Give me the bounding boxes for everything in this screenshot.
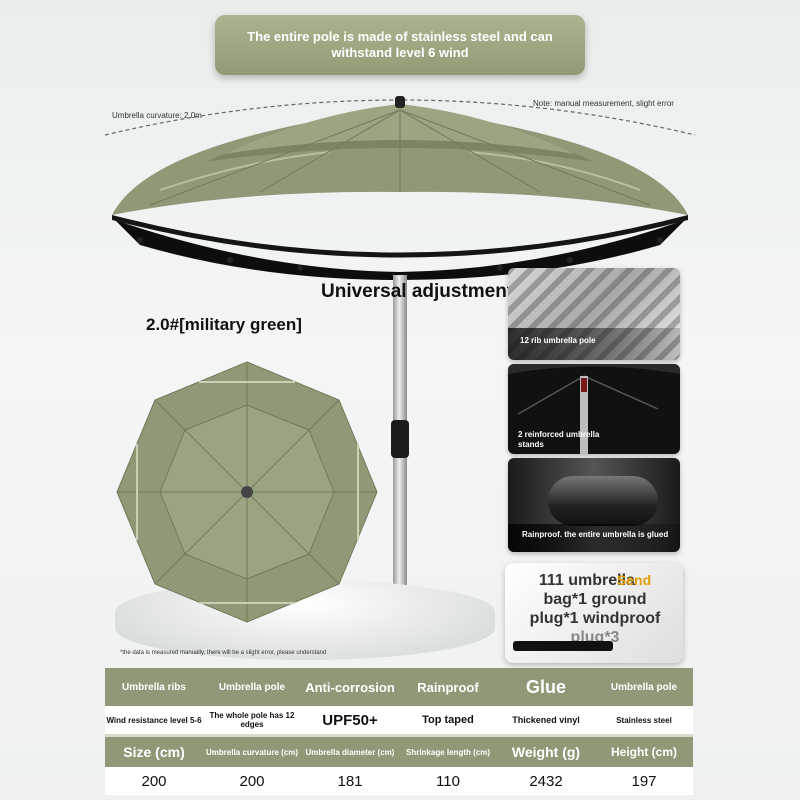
umbrella-bag-image bbox=[513, 641, 613, 651]
umbrella-side-illustration bbox=[104, 96, 696, 280]
spec-value-weight: 2432 bbox=[529, 772, 563, 790]
spec-header-weight: Weight (g) bbox=[511, 744, 581, 760]
spec-value-taped: Top taped bbox=[422, 714, 474, 726]
spec-value-size: 200 bbox=[141, 772, 167, 790]
spec-value-upf: UPF50+ bbox=[322, 711, 378, 729]
spec-header-pole: Umbrella pole bbox=[218, 681, 286, 693]
feature-card-stands: 2 reinforced umbrella stands bbox=[508, 364, 680, 454]
spec-value-shrinkage: 110 bbox=[436, 772, 460, 790]
feature-label-stands: 2 reinforced umbrella stands bbox=[518, 430, 600, 449]
spec-table: Umbrella ribs Umbrella pole Anti-corrosi… bbox=[105, 668, 693, 795]
spec-value-edges: The whole pole has 12 edges bbox=[209, 711, 295, 729]
spec-header-curvature: Umbrella curvature (cm) bbox=[205, 747, 299, 757]
spec-header-glue: Glue bbox=[525, 676, 566, 697]
spec-header-pole-material: Umbrella pole bbox=[610, 681, 678, 693]
spec-value-steel: Stainless steel bbox=[616, 715, 672, 725]
spec-value-row-1: Wind resistance level 5-6 The whole pole… bbox=[105, 706, 693, 734]
feature-card-glued: Rainproof. the entire umbrella is glued bbox=[508, 458, 680, 552]
spec-header-anticorrosion: Anti-corrosion bbox=[305, 679, 395, 695]
spec-value-curvature: 200 bbox=[239, 772, 265, 790]
spec-value-diameter: 181 bbox=[337, 772, 363, 790]
pole-adjust-knob bbox=[391, 420, 409, 458]
spec-value-height: 197 bbox=[631, 772, 657, 790]
accessory-line-2: bag*1 ground bbox=[543, 591, 647, 608]
canopy-underside bbox=[115, 220, 685, 280]
accessory-text: 111 umbrellaSend bag*1 ground plug*1 win… bbox=[515, 571, 675, 647]
spec-value-row-2: 200 200 181 110 2432 197 bbox=[105, 767, 693, 795]
spec-value-vinyl: Thickened vinyl bbox=[512, 715, 580, 725]
accessory-card: 111 umbrellaSend bag*1 ground plug*1 win… bbox=[505, 563, 683, 663]
measurement-note: Note: manual measurement, slight error bbox=[533, 99, 674, 108]
accessory-line-1: 111 umbrella bbox=[538, 572, 635, 589]
spec-header-height: Height (cm) bbox=[611, 745, 677, 759]
feature-label-ribs: 12 rib umbrella pole bbox=[520, 336, 596, 345]
spec-header-row-2: Size (cm) Umbrella curvature (cm) Umbrel… bbox=[105, 737, 693, 767]
spec-header-size: Size (cm) bbox=[123, 744, 185, 760]
model-heading: 2.0#[military green] bbox=[146, 315, 302, 334]
spec-header-shrinkage: Shrinkage length (cm) bbox=[405, 747, 490, 757]
banner-line-1: The entire pole is made of stainless ste… bbox=[247, 29, 553, 44]
spec-value-wind: Wind resistance level 5-6 bbox=[106, 715, 202, 725]
spec-header-rainproof: Rainproof bbox=[417, 679, 479, 695]
adjustment-heading: Universal adjustment bbox=[321, 281, 514, 302]
feature-label-glued: Rainproof. the entire umbrella is glued bbox=[522, 530, 669, 539]
curvature-note: Umbrella curvature: 2.0m bbox=[112, 111, 202, 120]
accessory-overlay: Send bbox=[616, 572, 652, 588]
spec-header-diameter: Umbrella diameter (cm) bbox=[305, 747, 395, 757]
spec-header-row-1: Umbrella ribs Umbrella pole Anti-corrosi… bbox=[105, 668, 693, 706]
umbrella-top-view-illustration bbox=[116, 361, 378, 623]
banner-line-2: withstand level 6 wind bbox=[331, 45, 469, 60]
manual-measurement-note: *the data is measured manually, there wi… bbox=[120, 650, 327, 656]
title-banner: The entire pole is made of stainless ste… bbox=[215, 15, 585, 75]
accessory-line-3: plug*1 windproof bbox=[529, 610, 661, 627]
spec-header-ribs: Umbrella ribs bbox=[122, 681, 186, 693]
feature-card-ribs: 12 rib umbrella pole bbox=[508, 268, 680, 360]
